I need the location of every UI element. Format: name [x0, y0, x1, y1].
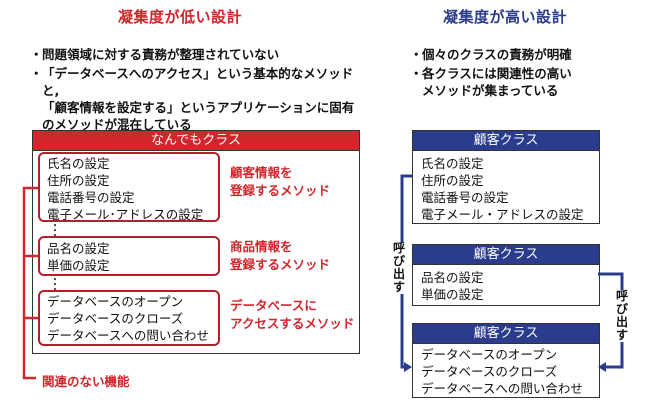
method-item: データベースのクローズ — [47, 311, 184, 326]
left-heading: 凝集度が低い設計 — [118, 8, 243, 26]
customer-class-title: 顧客クラス — [413, 131, 599, 151]
right-bullet-2-line1: 各クラスには関連性の高い — [422, 66, 572, 81]
arrow-head-left — [404, 362, 412, 372]
method-item: 住所の設定 — [47, 173, 110, 188]
right-heading: 凝集度が高い設計 — [443, 8, 568, 26]
product-methods-annotation: 商品情報を 登録するメソッド — [230, 238, 330, 274]
method-item: データベースのオープン — [47, 294, 184, 309]
method-item: 品名の設定 — [47, 241, 110, 256]
method-item: 電子メール･アドレスの設定 — [47, 207, 204, 222]
annotation-line: データベースに — [230, 298, 317, 313]
method-item: データベースのオープン — [421, 347, 558, 362]
call-label-right: 呼び出す — [615, 289, 629, 342]
annotation-line: 登録するメソッド — [230, 257, 331, 272]
bullet-dot: ・ — [30, 47, 43, 62]
method-item: 単価の設定 — [47, 258, 110, 273]
method-item: 品名の設定 — [421, 270, 484, 285]
left-bullet-2-line1: 「データベースへのアクセス」という基本的なメソッドと, — [42, 66, 354, 98]
database-methods-group: データベースのオープン データベースのクローズ データベースへの問い合わせ — [38, 290, 220, 346]
customer-methods-annotation: 顧客情報を 登録するメソッド — [230, 164, 330, 200]
method-item: 電話番号の設定 — [421, 190, 509, 205]
left-bullet-2-line2: 「顧客情報を設定する」というアプリケーションに固有 — [42, 100, 355, 115]
unrelated-functions-label: 関連のない機能 — [42, 374, 130, 389]
call-label-left: 呼び出す — [392, 241, 406, 294]
customer-methods-group: 氏名の設定 住所の設定 電話番号の設定 電子メール･アドレスの設定 — [38, 152, 220, 222]
method-item: データベースへの問い合わせ — [47, 328, 209, 343]
bullet-dot: ・ — [410, 66, 423, 81]
annotation-line: アクセスするメソッド — [230, 316, 355, 331]
product-class-title: 顧客クラス — [413, 245, 599, 265]
arrow-head-right — [598, 362, 606, 372]
method-item: データベースのクローズ — [421, 364, 558, 379]
annotation-line: 登録するメソッド — [230, 183, 331, 198]
right-bullet-1-text: 個々のクラスの責務が明確 — [422, 47, 572, 62]
product-class-box: 顧客クラス 品名の設定 単価の設定 — [412, 244, 600, 306]
left-bullet-1: ・ 問題領域に対する責務が整理されていない — [30, 46, 360, 63]
bullet-dot: ・ — [410, 47, 423, 62]
method-item: 単価の設定 — [421, 287, 484, 302]
customer-class-box: 顧客クラス 氏名の設定 住所の設定 電話番号の設定 電子メール・アドレスの設定 — [412, 130, 600, 224]
method-item: 氏名の設定 — [47, 156, 110, 171]
bullet-dot: ・ — [30, 66, 43, 81]
bracket-line — [22, 186, 38, 380]
method-item: データベースへの問い合わせ — [421, 381, 583, 396]
method-item: 住所の設定 — [421, 173, 484, 188]
left-bullet-2: ・ 「データベースへのアクセス」という基本的なメソッドと, 「顧客情報を設定する… — [30, 65, 370, 133]
left-bullet-2-line3: のメソッドが混在している — [42, 117, 192, 132]
right-bullet-2-line2: メソッドが集まっている — [422, 83, 559, 98]
catch-all-class-title: なんでもクラス — [33, 131, 359, 151]
database-class-box: 顧客クラス データベースのオープン データベースのクローズ データベースへの問い… — [412, 323, 600, 398]
annotation-line: 顧客情報を — [230, 165, 293, 180]
annotation-line: 商品情報を — [230, 239, 293, 254]
method-item: 電話番号の設定 — [47, 190, 135, 205]
method-item: 氏名の設定 — [421, 156, 484, 171]
catch-all-class-box: なんでもクラス — [32, 130, 360, 354]
database-methods-annotation: データベースに アクセスするメソッド — [230, 297, 354, 333]
database-class-title: 顧客クラス — [413, 324, 599, 344]
product-methods-group: 品名の設定 単価の設定 — [38, 236, 220, 276]
left-bullet-1-text: 問題領域に対する責務が整理されていない — [42, 47, 280, 62]
method-item: 電子メール・アドレスの設定 — [421, 207, 584, 222]
right-bullet-2: ・ 各クラスには関連性の高い メソッドが集まっている — [410, 65, 630, 99]
right-bullet-1: ・ 個々のクラスの責務が明確 — [410, 46, 630, 63]
